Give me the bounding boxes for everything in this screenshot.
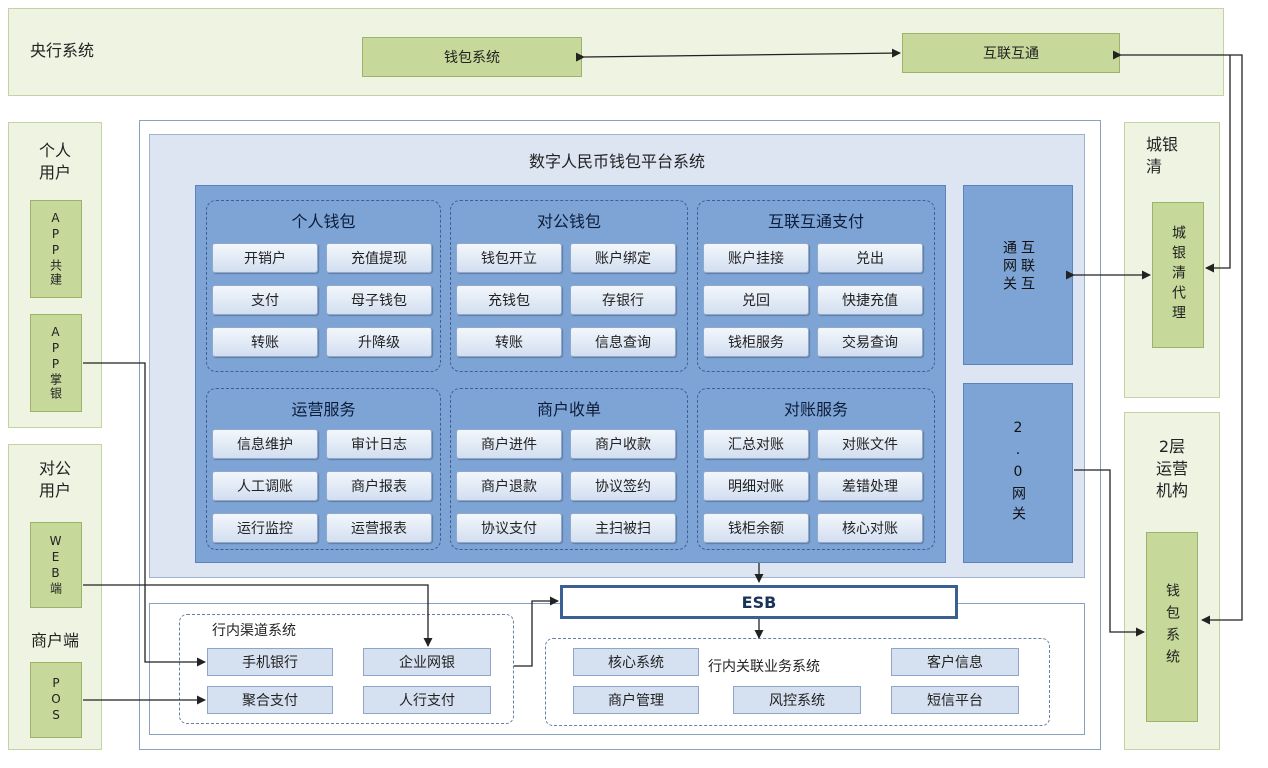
module-button[interactable]: 充值提现 — [326, 243, 432, 273]
gateway-20-label: 2.0网关 — [1010, 420, 1026, 526]
channel-systems-box — [179, 614, 514, 724]
aggregate-pay-box[interactable]: 聚合支付 — [207, 686, 333, 714]
module-button[interactable]: 商户收款 — [570, 429, 676, 459]
module-button[interactable]: 钱柜余额 — [703, 513, 809, 543]
group-corporate-wallet — [450, 200, 688, 372]
central-bank-label: 央行系统 — [30, 41, 95, 60]
module-button[interactable]: 主扫被扫 — [570, 513, 676, 543]
interconnect-box[interactable]: 互联互通 — [902, 33, 1120, 73]
group-title-corporate-wallet: 对公钱包 — [536, 212, 601, 231]
interconnect-gateway-label: 互联互通网关 — [1001, 240, 1035, 294]
mobile-bank-box[interactable]: 手机银行 — [207, 648, 333, 676]
module-button[interactable]: 兑出 — [817, 243, 923, 273]
group-merchant-acquiring — [450, 388, 688, 550]
group-interconnect-pay — [697, 200, 935, 372]
gateway-20[interactable]: 2.0网关 — [963, 383, 1073, 563]
corporate-user-label-line1: 对公 — [38, 459, 71, 478]
module-button[interactable]: 商户报表 — [326, 471, 432, 501]
module-button[interactable]: 明细对账 — [703, 471, 809, 501]
connector-web-enterprisebank — [83, 584, 433, 647]
enterprise-bank-box[interactable]: 企业网银 — [363, 648, 491, 676]
module-button[interactable]: 汇总对账 — [703, 429, 809, 459]
module-button[interactable]: 协议支付 — [456, 513, 562, 543]
module-button[interactable]: 运营报表 — [326, 513, 432, 543]
connector-interconnect-citybank — [1205, 55, 1231, 273]
related-systems-title: 行内关联业务系统 — [708, 659, 820, 675]
group-reconciliation-service — [697, 388, 935, 550]
module-button[interactable]: 开销户 — [212, 243, 318, 273]
group-title-reconciliation-service: 对账服务 — [783, 400, 848, 419]
group-title-operation-service: 运营服务 — [291, 400, 356, 419]
module-button[interactable]: 支付 — [212, 285, 318, 315]
app-shared-box[interactable]: APP共建 — [30, 200, 82, 298]
esb-box[interactable]: ESB — [560, 585, 958, 619]
personal-user-label: 个人 用户 — [8, 140, 102, 184]
module-button[interactable]: 信息维护 — [212, 429, 318, 459]
module-button[interactable]: 转账 — [456, 327, 562, 357]
module-button[interactable]: 账户绑定 — [570, 243, 676, 273]
module-button[interactable]: 账户挂接 — [703, 243, 809, 273]
module-button[interactable]: 协议签约 — [570, 471, 676, 501]
module-button[interactable]: 钱柜服务 — [703, 327, 809, 357]
module-button[interactable]: 母子钱包 — [326, 285, 432, 315]
module-button[interactable]: 商户进件 — [456, 429, 562, 459]
app-mobile-bank-box[interactable]: APP掌银 — [30, 314, 82, 412]
pboc-pay-box[interactable]: 人行支付 — [363, 686, 491, 714]
corporate-user-label: 对公 用户 — [8, 458, 102, 502]
connector-app-mobilebank — [83, 362, 206, 667]
module-button[interactable]: 商户退款 — [456, 471, 562, 501]
personal-user-label-line2: 用户 — [38, 163, 71, 182]
sms-platform-box[interactable]: 短信平台 — [891, 686, 1019, 714]
module-button[interactable]: 信息查询 — [570, 327, 676, 357]
channel-systems-title: 行内渠道系统 — [212, 623, 296, 639]
module-button[interactable]: 充钱包 — [456, 285, 562, 315]
module-button[interactable]: 升降级 — [326, 327, 432, 357]
module-button[interactable]: 快捷充值 — [817, 285, 923, 315]
group-title-interconnect-pay: 互联互通支付 — [767, 212, 864, 231]
module-button[interactable]: 存银行 — [570, 285, 676, 315]
connector-wallet-interconnect — [575, 48, 901, 62]
group-title-merchant-acquiring: 商户收单 — [536, 400, 601, 419]
connector-interconnect-right — [1113, 50, 1243, 625]
merchant-mgmt-box[interactable]: 商户管理 — [573, 686, 699, 714]
central-wallet-system-box[interactable]: 钱包系统 — [362, 37, 582, 77]
group-personal-wallet — [206, 200, 441, 372]
personal-user-label-line1: 个人 — [38, 141, 71, 160]
module-button[interactable]: 人工调账 — [212, 471, 318, 501]
interconnect-gateway[interactable]: 互联互通网关 — [963, 185, 1073, 365]
core-system-box[interactable]: 核心系统 — [573, 648, 699, 676]
module-button[interactable]: 交易查询 — [817, 327, 923, 357]
module-button[interactable]: 审计日志 — [326, 429, 432, 459]
connector-channels-esb — [514, 596, 559, 667]
merchant-label: 商户端 — [30, 631, 79, 650]
module-button[interactable]: 运行监控 — [212, 513, 318, 543]
web-box[interactable]: WEB端 — [30, 522, 82, 608]
related-systems-box — [545, 638, 1050, 726]
pos-box[interactable]: POS — [30, 662, 82, 738]
corporate-user-label-line2: 用户 — [38, 481, 71, 500]
module-button[interactable]: 差错处理 — [817, 471, 923, 501]
group-operation-service — [206, 388, 441, 550]
customer-info-box[interactable]: 客户信息 — [891, 648, 1019, 676]
platform-title: 数字人民币钱包平台系统 — [528, 152, 705, 171]
module-button[interactable]: 转账 — [212, 327, 318, 357]
module-button[interactable]: 钱包开立 — [456, 243, 562, 273]
connector-gateway20-tier2 — [1074, 469, 1145, 637]
risk-system-box[interactable]: 风控系统 — [733, 686, 861, 714]
module-button[interactable]: 兑回 — [703, 285, 809, 315]
module-button[interactable]: 对账文件 — [817, 429, 923, 459]
module-button[interactable]: 核心对账 — [817, 513, 923, 543]
group-title-personal-wallet: 个人钱包 — [291, 212, 356, 231]
